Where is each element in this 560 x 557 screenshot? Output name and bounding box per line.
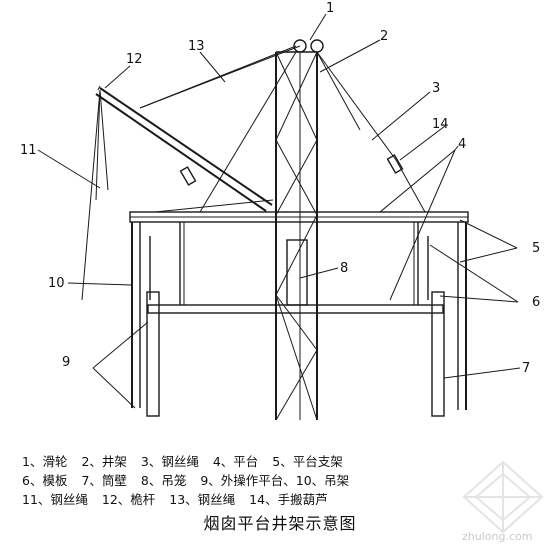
legend-item: 6、模板 (22, 473, 68, 488)
legend-row: 6、模板 7、筒壁 8、吊笼 9、外操作平台、10、吊架 (22, 471, 442, 490)
leader-lines (37, 13, 521, 409)
legend-item: 9、外操作平台、10、吊架 (200, 473, 350, 488)
callout-12: 12 (126, 52, 143, 67)
derrick-tower (275, 51, 318, 420)
callout-7: 7 (522, 361, 530, 376)
legend-item: 8、吊笼 (140, 473, 187, 488)
legend-row: 1、滑轮 2、井架 3、钢丝绳 4、平台 5、平台支架 (22, 452, 442, 471)
chain-hoist (179, 154, 404, 186)
hanging-frame (131, 222, 467, 410)
steel-cable (81, 45, 456, 301)
mast (95, 85, 273, 212)
legend-item: 13、钢丝绳 (169, 492, 236, 507)
diagram-caption: 烟囱平台井架示意图 (203, 514, 357, 533)
outer-operating-platform (147, 304, 444, 314)
legend-item: 12、桅杆 (101, 492, 156, 507)
legend-item: 3、钢丝绳 (140, 454, 199, 469)
legend-item: 2、井架 (81, 454, 127, 469)
callout-13: 13 (188, 39, 205, 54)
callout-numbers: 1 2 3 4 5 6 7 8 9 10 11 12 13 14 (20, 1, 540, 376)
chimney-wall (146, 291, 445, 417)
callout-4: 4 (458, 137, 466, 152)
callout-11: 11 (20, 143, 37, 158)
callout-9: 9 (62, 355, 70, 370)
legend-item: 14、手搬葫芦 (249, 492, 328, 507)
pulley (293, 39, 324, 53)
callout-14: 14 (432, 117, 449, 132)
callout-6: 6 (532, 295, 540, 310)
callout-10: 10 (48, 276, 65, 291)
legend-item: 11、钢丝绳 (22, 492, 88, 507)
callout-3: 3 (432, 81, 440, 96)
legend-item: 1、滑轮 (22, 454, 68, 469)
callout-5: 5 (532, 241, 540, 256)
hoist-cage (286, 239, 308, 306)
formwork (149, 236, 429, 300)
legend-item: 7、筒壁 (81, 473, 127, 488)
legend: 1、滑轮 2、井架 3、钢丝绳 4、平台 5、平台支架 6、模板 7、筒壁 8、… (22, 452, 442, 509)
callout-2: 2 (380, 29, 388, 44)
legend-row: 11、钢丝绳 12、桅杆 13、钢丝绳 14、手搬葫芦 (22, 490, 442, 509)
legend-item: 5、平台支架 (272, 454, 343, 469)
zhulong-logo (462, 460, 544, 534)
watermark-text: zhulong.com (462, 530, 533, 543)
chimney-platform-diagram: 1 2 3 4 5 6 7 8 9 10 11 12 13 14 (20, 1, 540, 420)
platform-support (179, 222, 419, 305)
working-platform (129, 211, 469, 223)
legend-item: 4、平台 (212, 454, 259, 469)
callout-8: 8 (340, 261, 348, 276)
callout-1: 1 (326, 1, 334, 16)
